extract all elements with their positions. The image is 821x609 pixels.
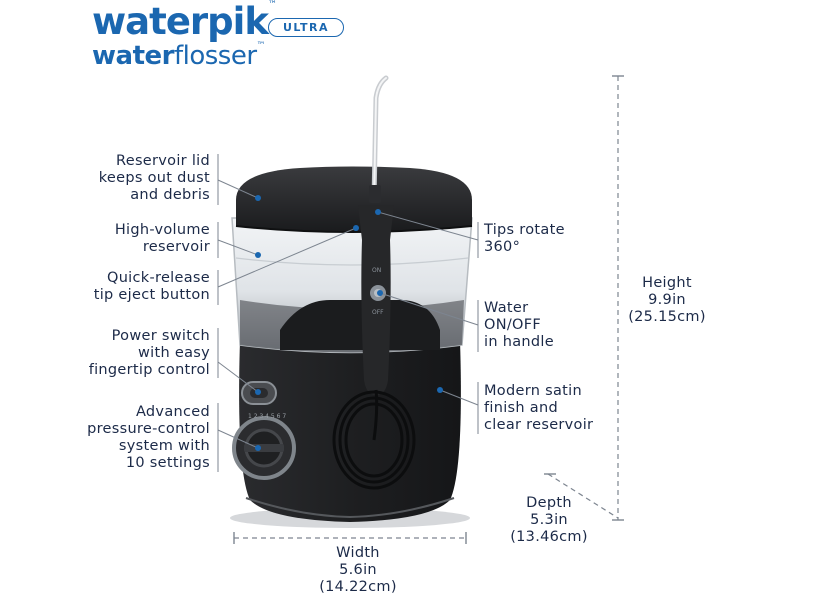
callout-water-onoff: Water ON/OFF in handle <box>484 300 554 350</box>
reservoir-lid <box>235 166 473 233</box>
reservoir <box>231 217 473 354</box>
flosser-tip <box>369 75 389 203</box>
product-trademark: ™ <box>256 41 266 51</box>
brand-trademark: ™ <box>267 0 277 10</box>
dimension-width: Width 5.6in (14.22cm) <box>319 545 397 595</box>
callout-pressure-control: Advanced pressure-control system with 10… <box>87 404 210 471</box>
callout-high-volume-reservoir: High-volume reservoir <box>114 222 210 255</box>
dimension-height: Height 9.9in (25.15cm) <box>628 275 706 325</box>
dimension-ticks <box>233 75 624 544</box>
brand-name: waterpik <box>92 0 269 43</box>
callout-leaders-right <box>377 211 479 434</box>
base-unit <box>230 340 470 528</box>
svg-text:OFF: OFF <box>372 309 384 316</box>
callout-tips-rotate: Tips rotate 360° <box>484 222 565 255</box>
product-name: waterflosser™ <box>92 41 265 71</box>
dimension-depth: Depth 5.3in (13.46cm) <box>510 495 588 545</box>
flosser-handle: ON OFF <box>358 205 394 395</box>
callout-leaders-left <box>217 154 357 472</box>
brand-logo: waterpik™ <box>92 0 277 43</box>
pressure-dial: 1 2 3 4 5 6 7 <box>232 413 296 480</box>
callout-modern-finish: Modern satin finish and clear reservoir <box>484 383 594 433</box>
callout-quick-release: Quick-release tip eject button <box>93 270 210 303</box>
hose-storage <box>332 389 416 490</box>
callout-power-switch: Power switch with easy fingertip control <box>88 328 210 378</box>
callout-dots <box>255 195 443 451</box>
product-name-light: flosser <box>173 41 257 71</box>
callout-reservoir-lid: Reservoir lid keeps out dust and debris <box>98 153 210 203</box>
ultra-badge: ULTRA <box>268 18 344 37</box>
dimension-lines <box>234 76 619 539</box>
svg-text:ON: ON <box>372 267 381 274</box>
product-name-bold: water <box>92 41 174 71</box>
svg-text:1 2 3 4 5 6 7: 1 2 3 4 5 6 7 <box>248 413 286 420</box>
